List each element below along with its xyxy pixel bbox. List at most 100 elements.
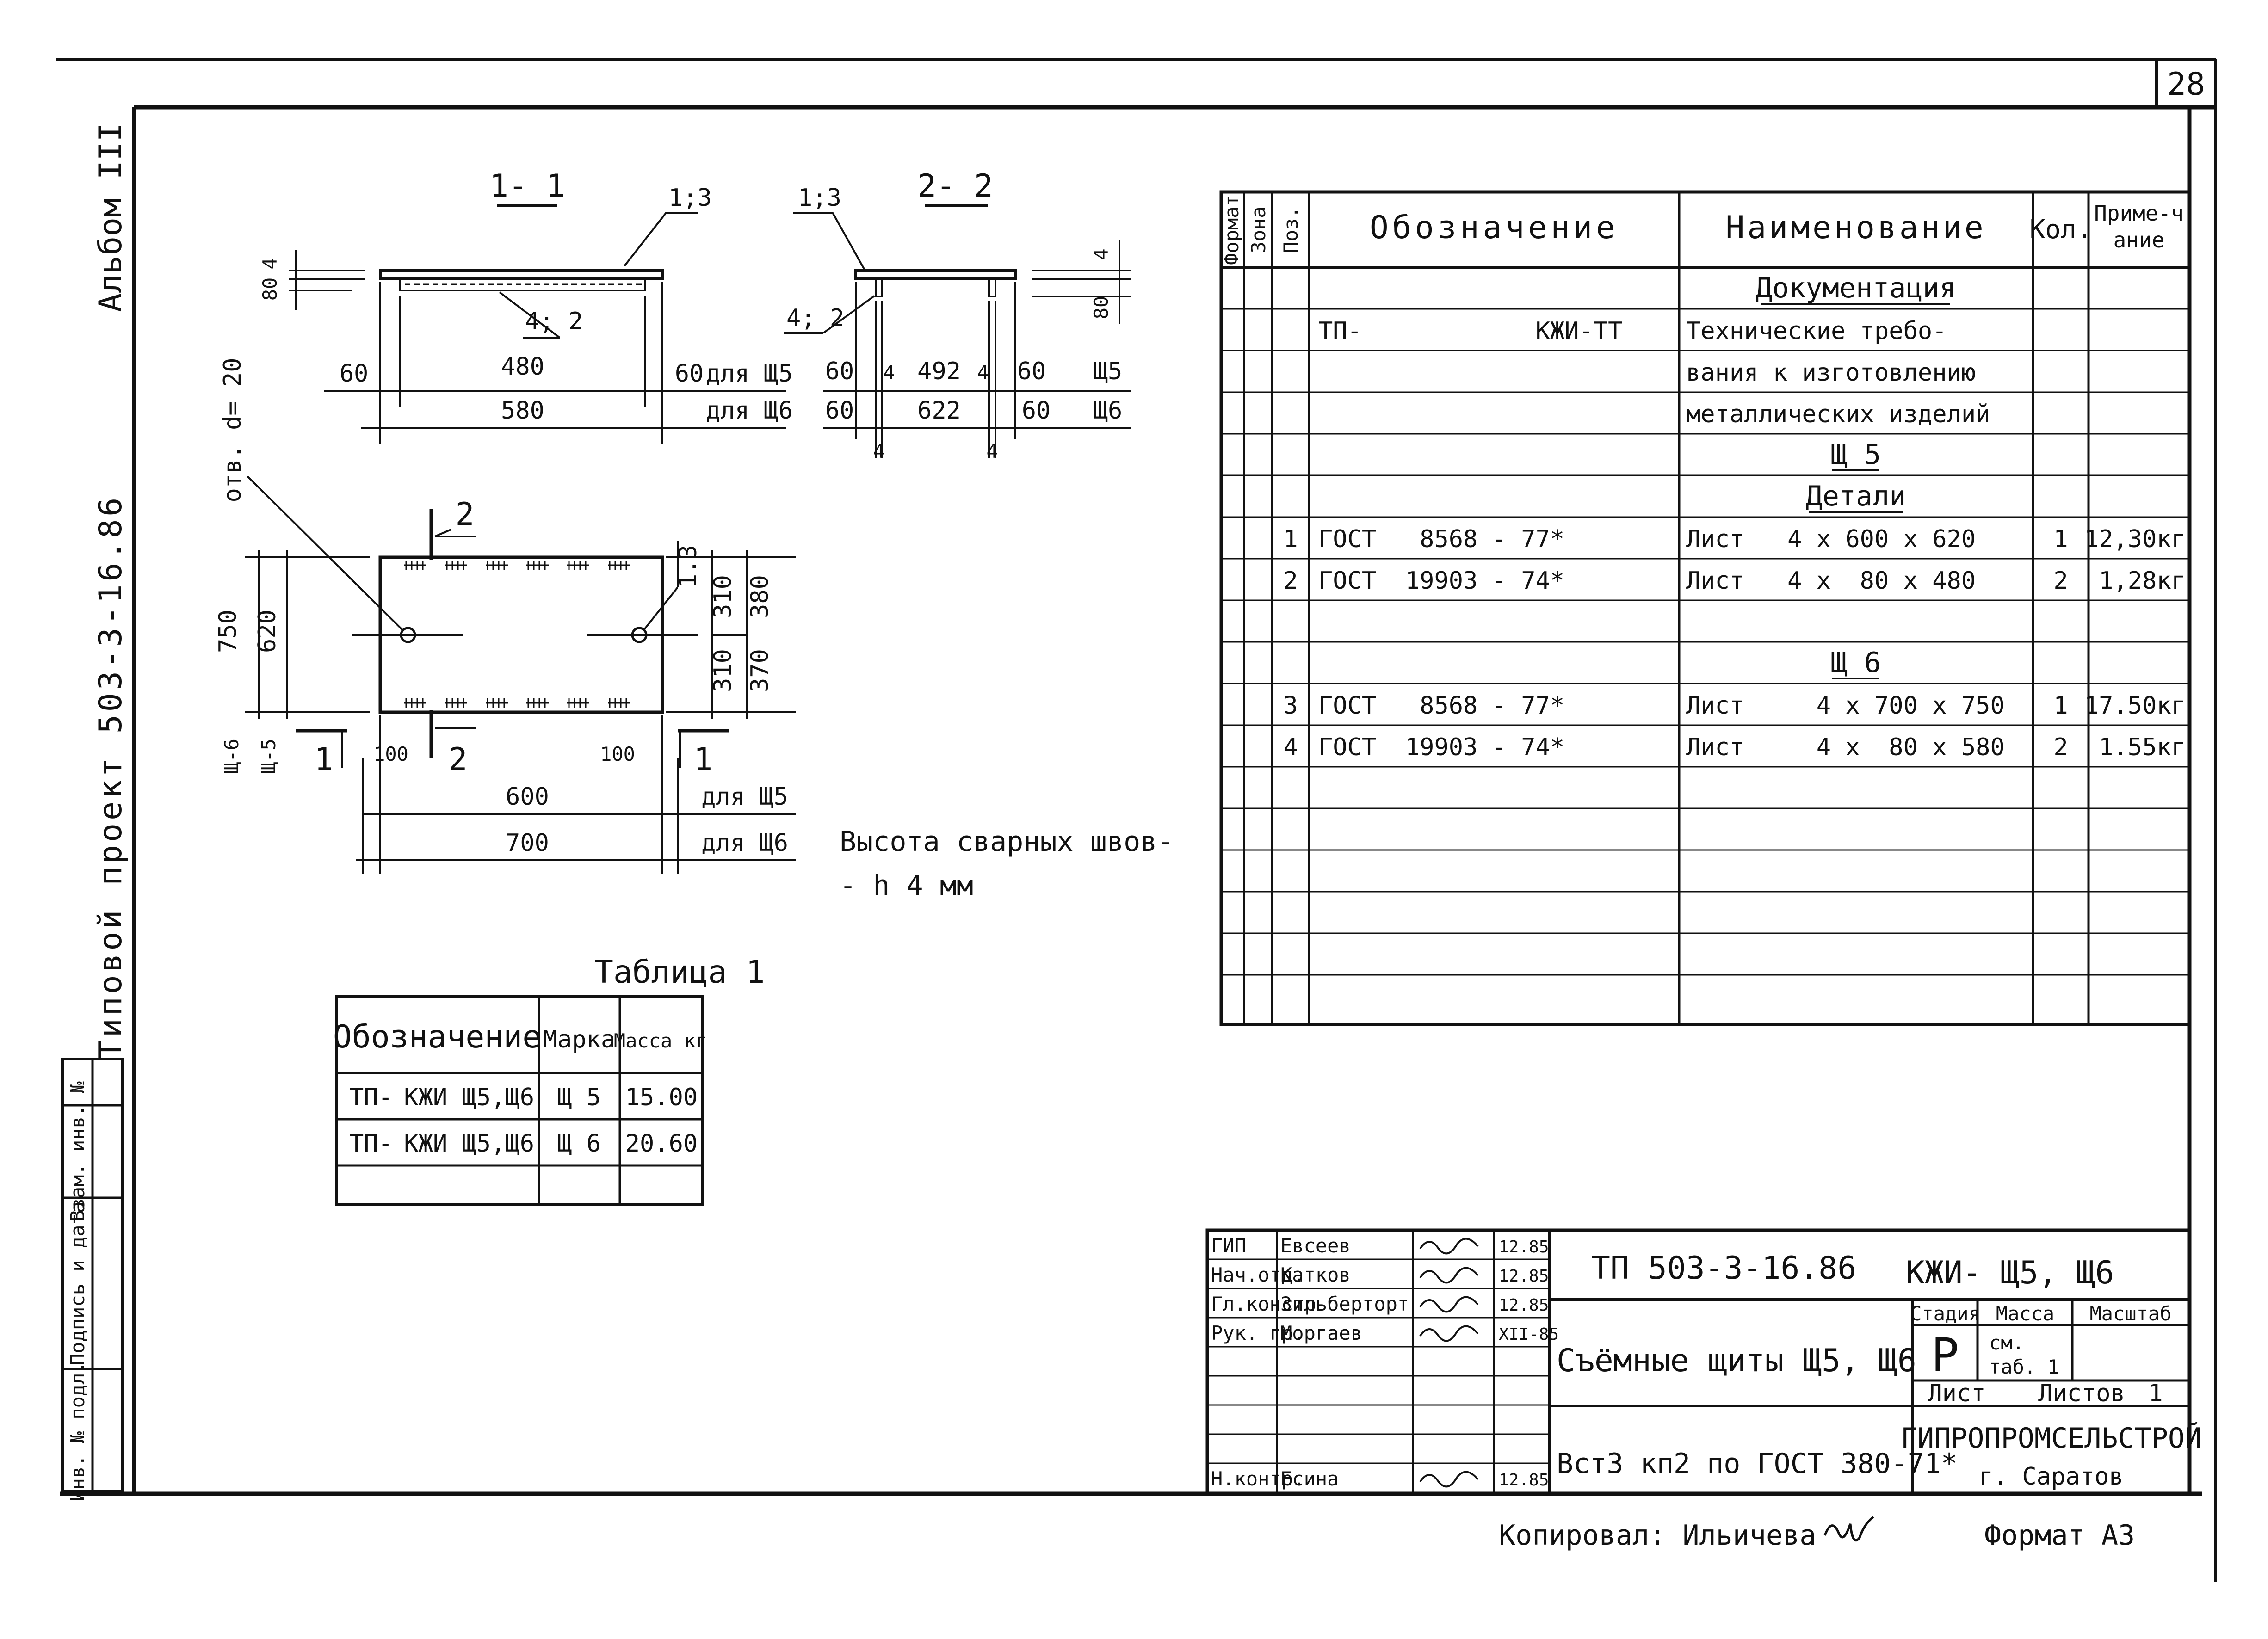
s2-dim-492: 492 [917,357,961,385]
spec-qty: 2 [2053,733,2068,761]
org-city: г. Саратов [1978,1463,2123,1491]
spec-qty: 1 [2053,692,2068,720]
handwritten-signature [1419,1325,1479,1342]
spec-designation: ТП- КЖИ-ТТ [1318,317,1622,345]
doc-code: ТП 503-3-16.86 [1591,1250,1856,1287]
s1-dim-60-right: 60 [675,360,704,388]
table1-h-mark: Марка [543,1026,616,1054]
stage-label: Стадия [1910,1302,1980,1325]
weld-note: Высота сварных швов- - h 4 мм [840,826,1174,902]
plan-dim-100-right: 100 [600,743,635,765]
s2-dim-sh6: Щ6 [1094,397,1123,425]
s2-dim-r60a: 60 [1017,357,1046,385]
table1-r2-mass: 20.60 [625,1130,698,1158]
s2-dim-b4b: 4 [986,440,998,462]
cut1-right: 1 [694,741,713,778]
spec-designation: ГОСТ 19903 - 74* [1318,733,1564,761]
spec-name: металлических изделий [1686,401,1990,428]
table-1: Таблица 1 Обозначение Марка Масса кг ТП-… [333,954,765,1206]
sig-role: Гл.констр [1211,1293,1316,1315]
s1-leader-42: 4; 2 [525,308,583,335]
spec-qty: 1 [2053,525,2068,553]
spec-name: Лист 4 х 700 х 750 [1686,692,2005,720]
spec-h-name: Наименование [1725,209,1986,246]
s2-dim-60a: 60 [825,357,854,385]
sig-role: Н.контр. [1211,1467,1304,1490]
album-label: Альбом III [93,123,129,312]
section-1-title: 1- 1 [489,168,565,204]
s1-dim-60-left: 60 [340,360,369,388]
spec-name: Лист 4 х 600 х 620 [1686,525,1976,553]
page-number: 28 [2167,66,2205,103]
footer: Копировал: Ильичева Формат А3 [1499,1516,2135,1552]
s1-dim-4: 4 [259,258,281,269]
plan-dim-750: 750 [214,610,242,653]
s2-dim-622: 622 [917,397,961,425]
s1-leader-13: 1;3 [668,184,712,212]
doc-mark: КЖИ- Щ5, Щ6 [1906,1255,2114,1291]
s1-dim-80: 80 [259,277,281,301]
plan-leader-13: 1.3 [674,545,702,588]
plan-view: отв. d= 20 1.3 2 2 1 1 750 620 Щ-6 Щ-5 [214,357,796,874]
s2-leader-13: 1;3 [798,184,841,212]
table1-title: Таблица 1 [594,954,765,991]
doc-title: Съёмные щиты Щ5, Щ6 [1557,1343,1916,1379]
spec-note: 17.50кг [2084,692,2186,720]
sig-name: Зильберторт [1280,1293,1409,1315]
sig-name: Моргаев [1280,1322,1362,1344]
spec-section-heading: Документация [1755,272,1956,304]
table1-r2-code: ТП- [349,1130,393,1158]
spec-table: Формат Зона Поз. Обозначение Наименовани… [1219,190,2191,1026]
sig-role: Рук. гр. [1211,1322,1304,1344]
plan-dim-310a: 310 [709,575,737,618]
spec-h-format: Формат [1220,195,1243,265]
spec-h-qty: Кол. [2030,215,2092,245]
plan-dim-for6: для Щ6 [701,829,788,857]
table1-r1-code: ТП- [349,1084,393,1111]
s2-dim-4a: 4 [883,361,895,384]
s2-dim-80: 80 [1090,296,1112,320]
table1-r1-suffix: КЖИ Щ5,Щ6 [404,1084,534,1111]
s2-dim-4: 4 [1090,248,1112,260]
spec-note: 1,28кг [2099,567,2186,595]
stamp-sign: Подпись и дата [66,1202,89,1365]
spec-note: 12,30кг [2084,525,2186,553]
sig-name: Есина [1280,1467,1339,1490]
section-1-1: 1- 1 1;3 4; 2 4 80 60 480 60 для Щ5 580 … [259,168,793,444]
doc-material: Вст3 кп2 по ГОСТ 380-71* [1557,1448,1958,1480]
spec-designation: ГОСТ 19903 - 74* [1318,567,1564,595]
plan-dim-for5: для Щ5 [701,783,788,811]
handwritten-signature [1419,1238,1479,1255]
s2-dim-b4a: 4 [873,440,884,462]
stamp-replace: Взам. инв. № [66,1081,89,1222]
plan-dim-sh5: Щ-5 [257,739,280,774]
mass-label: Масса [1996,1302,2054,1325]
hole-note: отв. d= 20 [219,357,247,502]
spec-pos: 2 [1283,567,1298,595]
copied-by: Копировал: Ильичева [1499,1519,1816,1552]
spec-designation: ГОСТ 8568 - 77* [1318,692,1564,720]
sig-date: 12.85 [1499,1471,1549,1490]
spec-name: Лист 4 х 80 х 580 [1686,733,2005,761]
sig-name: Катков [1280,1263,1351,1286]
cut1-left: 1 [315,741,334,778]
spec-name: вания к изготовлению [1686,359,1976,387]
spec-designation: ГОСТ 8568 - 77* [1318,525,1564,553]
table1-r1-mark: Щ 5 [557,1084,601,1111]
weld-note-line2: - h 4 мм [840,869,973,902]
section-2-2: 2- 2 1;3 4; 2 4 80 60 4 492 4 60 Щ5 [784,168,1131,462]
spec-h-pos: Поз. [1279,206,1302,253]
plan-dim-380: 380 [746,575,774,618]
sig-role: ГИП [1211,1234,1246,1257]
mass-value-1: см. [1989,1331,2024,1354]
spec-pos: 4 [1283,733,1298,761]
s2-dim-60b: 60 [825,397,854,425]
table1-r1-mass: 15.00 [625,1084,698,1111]
stage-value: Р [1931,1328,1959,1382]
spec-name: Технические требо- [1686,317,1947,345]
spec-section-heading: Детали [1806,480,1906,512]
s2-dim-r60b: 60 [1022,397,1051,425]
s1-dim-480: 480 [501,353,544,381]
s2-dim-sh5: Щ5 [1094,357,1123,385]
